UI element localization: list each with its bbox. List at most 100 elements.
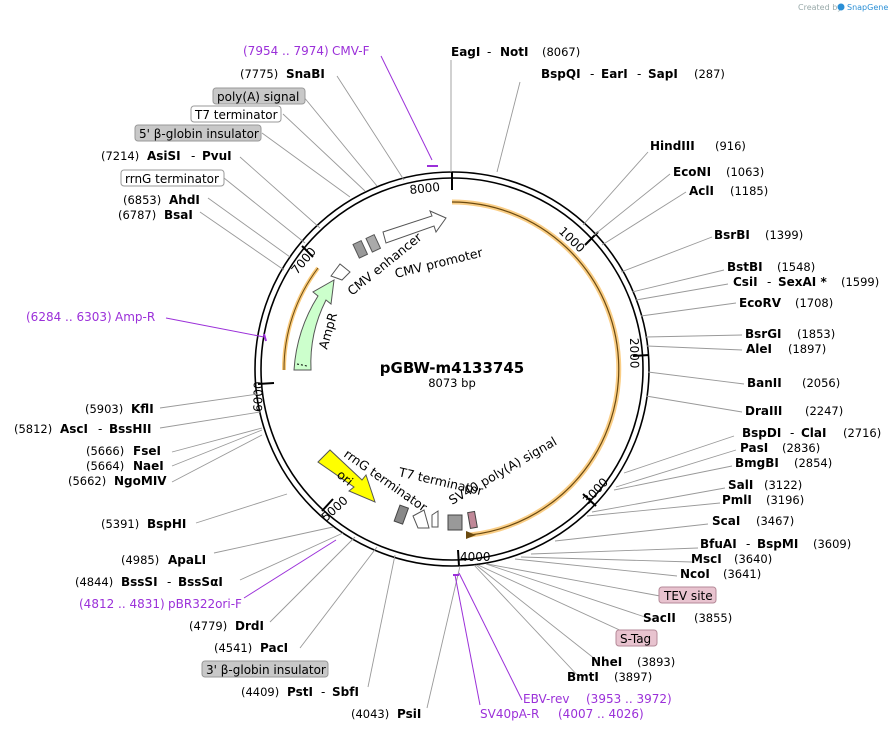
- site-ahdi-pos: (6853): [123, 193, 161, 207]
- site-bsssi: BssSI: [121, 575, 158, 589]
- site-bmti-pos: (3897): [614, 670, 652, 684]
- site-asisi: AsiSI: [147, 149, 181, 163]
- ampr-feature[interactable]: [293, 279, 335, 371]
- rrng-terminator-box: [393, 504, 410, 525]
- site-draiii: DraIII: [745, 404, 782, 418]
- s-tag-label-box: [615, 629, 658, 647]
- site-csii-pos: (1599): [841, 275, 879, 289]
- site-bmti: BmtI: [567, 670, 599, 684]
- site-hindiii-pos: (916): [715, 139, 746, 153]
- dash: -: [767, 275, 771, 289]
- site-bsrbi: BsrBI: [714, 228, 750, 242]
- cmv-f-range: (7954 .. 7974): [243, 44, 329, 58]
- site-ecorv-pos: (1708): [795, 296, 833, 310]
- site-ncoi-pos: (3641): [723, 567, 761, 581]
- site-pmli: PmlI: [722, 493, 752, 507]
- amp-r-name: Amp-R: [115, 310, 155, 324]
- site-bmgbi: BmgBI: [735, 456, 779, 470]
- globin5-box: [134, 124, 262, 142]
- site-snabi: SnaBI: [286, 67, 325, 81]
- site-bspqi: BspQI: [541, 67, 581, 81]
- ampr-arc: [283, 267, 319, 371]
- ori-feature[interactable]: [317, 449, 376, 503]
- site-banii: BanII: [747, 376, 782, 390]
- dash: -: [321, 685, 325, 699]
- amp-r-range: (6284 .. 6303): [26, 310, 112, 324]
- site-pasi: PasI: [740, 441, 768, 455]
- dash: -: [637, 67, 641, 81]
- pbr322ori-f-range: (4812 .. 4831): [79, 597, 165, 611]
- site-bsrgi-pos: (1853): [797, 327, 835, 341]
- watermark-brand: SnapGene: [847, 3, 888, 12]
- site-noti: NotI: [500, 45, 529, 59]
- site-sali-pos: (3122): [764, 478, 802, 492]
- site-asci-pos: (5812): [14, 422, 52, 436]
- site-alei: AleI: [746, 342, 772, 356]
- site-scai-pos: (3467): [756, 514, 794, 528]
- snapgene-logo-icon: [837, 3, 845, 11]
- site-asci: AscI: [60, 422, 88, 436]
- dash: -: [790, 426, 794, 440]
- site-pasi-pos: (2836): [782, 441, 820, 455]
- site-econi-pos: (1063): [726, 165, 764, 179]
- site-sapi: SapI: [648, 67, 678, 81]
- t7-terminator-label-box: [190, 105, 282, 123]
- site-drdi: DrdI: [235, 619, 264, 633]
- globin5-label: 5' β-globin insulator: [139, 127, 259, 141]
- dash: -: [98, 422, 102, 436]
- ebv-rev-range: (3953 .. 3972): [586, 692, 672, 706]
- plasmid-name: pGBW-m4133745: [380, 359, 524, 377]
- cmv-enhancer-box-2: [365, 233, 382, 253]
- dash: -: [590, 67, 594, 81]
- orf-arc: [451, 201, 620, 536]
- site-snabi-pos: (7775): [240, 67, 278, 81]
- site-msci: MscI: [691, 552, 722, 566]
- small-arrow: [431, 510, 439, 528]
- site-pvui: PvuI: [202, 149, 232, 163]
- site-alei-pos: (1897): [788, 342, 826, 356]
- site-sacii-pos: (3855): [694, 611, 732, 625]
- primer-lines: [165, 55, 523, 706]
- dash: -: [191, 149, 195, 163]
- site-bmgbi-pos: (2854): [794, 456, 832, 470]
- sv40-polya-label: SV40 poly(A) signal: [446, 434, 559, 508]
- site-bspdi-pos: (2716): [843, 426, 881, 440]
- s-tag-box: [467, 510, 478, 529]
- watermark-prefix: Created by: [798, 3, 842, 12]
- site-csii: CsiI: [733, 275, 758, 289]
- site-clai: ClaI: [801, 426, 826, 440]
- globin3-box: [201, 660, 329, 678]
- tick-2000: 2000: [627, 338, 642, 369]
- dash: -: [487, 45, 491, 59]
- site-ecorv: EcoRV: [739, 296, 782, 310]
- site-bstbi: BstBI: [727, 260, 763, 274]
- t7-terminator-boxlabel: T7 terminator: [194, 108, 278, 122]
- cmv-promoter-arrow[interactable]: [382, 210, 447, 244]
- site-psti-pos: (4409): [241, 685, 279, 699]
- cmv-enhancer-box-1: [352, 239, 369, 259]
- site-paci-pos: (4541): [214, 641, 252, 655]
- tick-4000: 4000: [460, 550, 491, 564]
- tick-marks: [257, 172, 650, 567]
- site-nhei-pos: (3893): [637, 655, 675, 669]
- site-bsrgi: BsrGI: [745, 327, 782, 341]
- site-pmli-pos: (3196): [766, 493, 804, 507]
- rrng-terminator-boxlabel: rrnG terminator: [125, 172, 219, 186]
- site-bsshii: BssHII: [109, 422, 151, 436]
- site-paci: PacI: [260, 641, 288, 655]
- ampr-dashes: [296, 363, 308, 367]
- globin3-label: 3' β-globin insulator: [206, 663, 326, 677]
- site-naei-pos: (5664): [86, 459, 124, 473]
- site-ncoi: NcoI: [680, 567, 710, 581]
- polya-signal-label: poly(A) signal: [217, 90, 299, 104]
- tick-8000: 8000: [409, 180, 441, 197]
- orf-arrow-icon: [466, 531, 476, 539]
- site-bsphi-pos: (5391): [101, 517, 139, 531]
- amp-r-primer-mark: [263, 333, 267, 342]
- site-bfuai-pos: (3609): [813, 537, 851, 551]
- site-asisi-pos: (7214): [101, 149, 139, 163]
- site-ahdi: AhdI: [169, 193, 200, 207]
- tev-site-box: [658, 586, 717, 604]
- site-bfuai: BfuAI: [700, 537, 737, 551]
- site-bspmi: BspMI: [757, 537, 798, 551]
